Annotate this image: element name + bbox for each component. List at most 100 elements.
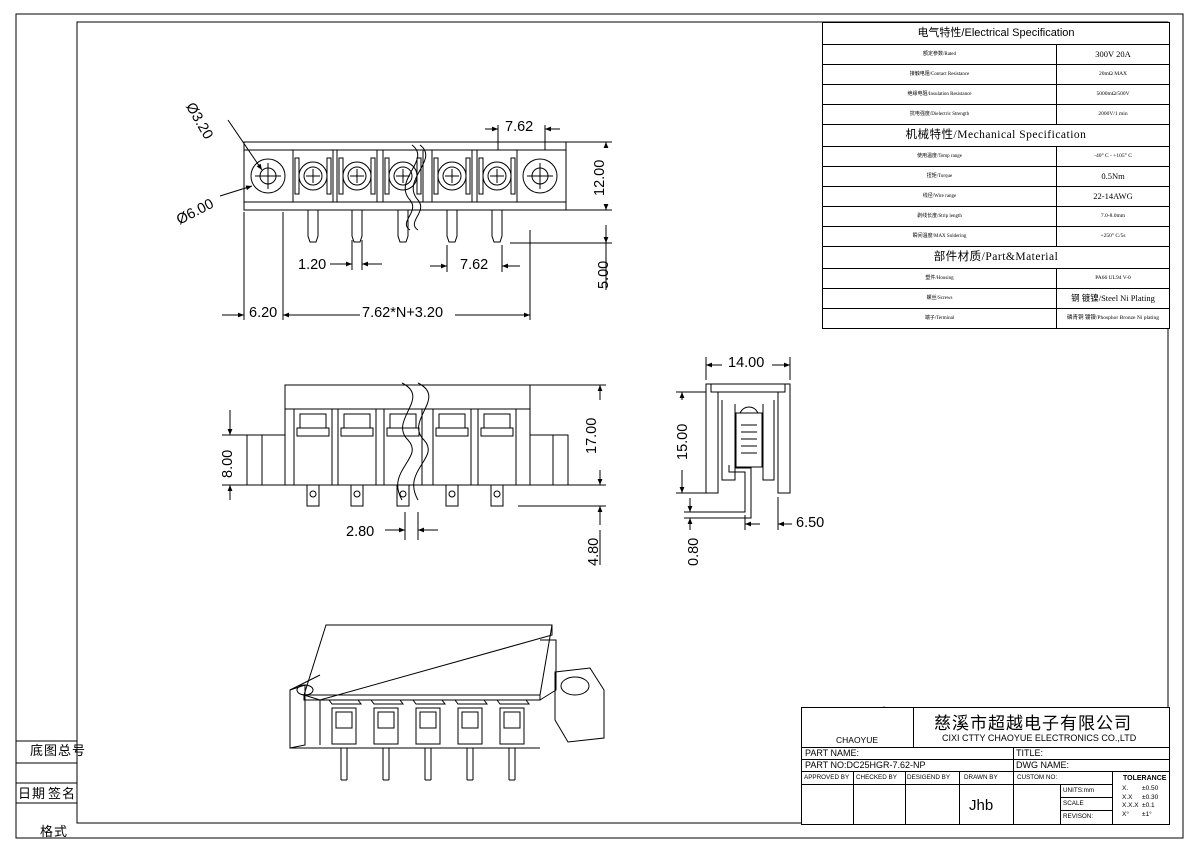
iso-clamp <box>461 711 479 729</box>
dwg-name-label: DWG NAME: <box>1016 760 1069 770</box>
mechanical-key: 扭矩/Torque <box>823 167 1057 186</box>
dim-thickness: 0.80 <box>686 537 702 566</box>
part-name-label: PART NAME: <box>805 748 860 758</box>
front-pin <box>490 484 504 507</box>
material-row: 塑件/Housing PA66 UL94 V-0 <box>823 269 1169 289</box>
material-value: PA66 UL94 V-0 <box>1095 275 1131 281</box>
material-title: 部件材质/Part&Material <box>823 247 1169 269</box>
tolerance-key: X° <box>1122 810 1129 818</box>
designed-by: DESIGEND BY <box>907 774 951 781</box>
front-terminal-window <box>299 413 327 429</box>
material-key: 端子/Terminal <box>823 309 1057 328</box>
electrical-value: 2000V/1 min <box>1098 111 1128 117</box>
mechanical-row: 使用温度/Temp range -40° C - +105° C <box>823 147 1169 167</box>
tolerance-value: ±1° <box>1142 810 1152 818</box>
screw-inner <box>303 166 323 186</box>
dim-pin-width: 1.20 <box>298 257 327 273</box>
front-terminal-clamp <box>296 427 330 437</box>
front-terminal-clamp <box>435 427 469 437</box>
material-row: 端子/Terminal 磷青铜 镀镍/Phosphor Bronze Ni pla… <box>823 309 1169 328</box>
iso-pin <box>508 748 516 781</box>
tolerance-key: X. <box>1122 785 1129 792</box>
terminal-cell <box>476 149 518 203</box>
front-pin <box>350 484 364 507</box>
front-terminal-window <box>483 413 511 429</box>
material-value: 磷青铜 镀镍/Phosphor Bronze Ni plating <box>1067 315 1159 321</box>
iso-cell-window <box>415 707 441 745</box>
tolerance-value: ±0.1 <box>1142 802 1155 809</box>
title-block: CHAOYUE 慈溪市超越电子有限公司 CIXI CTTY CHAOYUE EL… <box>801 707 1170 825</box>
drawn-by: DRAWN BY <box>964 774 998 781</box>
mechanical-key: 线径/Wire range <box>823 187 1057 206</box>
pin <box>307 210 319 243</box>
tolerance-key: X.X.X <box>1122 802 1139 809</box>
iso-cell-window <box>331 707 357 745</box>
dim-height-17: 17.00 <box>584 417 600 454</box>
mechanical-value: +250° C/5s <box>1100 233 1126 239</box>
screw-inner <box>487 166 507 186</box>
front-pin-hole <box>353 490 361 498</box>
iso-pin <box>340 748 348 781</box>
front-pin-hole <box>399 490 407 498</box>
dim-width-6-50: 6.50 <box>796 515 825 531</box>
top-view <box>219 119 612 320</box>
drawn-by-value: Jhb <box>969 797 994 814</box>
date-label: 日期 <box>18 786 47 801</box>
electrical-key: 接触电阻/Contact Resistance <box>823 65 1057 84</box>
dim-height-8: 8.00 <box>220 449 236 478</box>
pin <box>397 210 409 243</box>
cell-rib <box>433 157 439 195</box>
cell-rib <box>510 157 516 195</box>
electrical-key: 抗电强度/Dielectric Strength <box>823 105 1057 124</box>
dim-pin-length: 5.00 <box>596 260 612 289</box>
iso-clamp <box>503 711 521 729</box>
material-key: 塑件/Housing <box>823 269 1057 288</box>
iso-clamp <box>377 711 395 729</box>
iso-clamp <box>335 711 353 729</box>
mechanical-value: 0.5Nm <box>1101 171 1125 181</box>
pin <box>446 210 458 243</box>
part-no: PART NO:DC25HGR-7.62-NP <box>805 760 926 770</box>
front-pin <box>445 484 459 507</box>
side-view <box>676 357 792 530</box>
outer-frame <box>15 13 1184 839</box>
mechanical-title: 机械特性/Mechanical Specification <box>823 125 1169 147</box>
tolerance-value: ±0.30 <box>1142 793 1159 801</box>
iso-cell-top <box>496 699 530 705</box>
base-total-label: 底图总号 <box>30 743 87 758</box>
cell-rib <box>294 157 300 195</box>
tolerance-label: TOLERANCE <box>1123 775 1167 782</box>
front-terminal-window <box>438 413 466 429</box>
dim-height-15: 15.00 <box>675 423 691 460</box>
tolerance-row: X. ±0.50 <box>1122 785 1158 794</box>
front-pin-hole <box>309 490 317 498</box>
cell-rib <box>338 157 344 195</box>
material-key: 螺丝/Screws <box>823 289 1057 308</box>
iso-cell-window <box>373 707 399 745</box>
screw-inner <box>442 166 462 186</box>
tolerance-value: ±0.50 <box>1142 785 1159 792</box>
sign-label: 签名 <box>48 786 77 801</box>
front-pin <box>396 484 410 507</box>
mechanical-key: 使用温度/Temp range <box>823 147 1057 166</box>
company-en: CIXI CTTY CHAOYUE ELECTRONICS CO.,LTD <box>942 733 1137 743</box>
front-pin <box>306 484 320 507</box>
approved-by: APPROVED BY <box>804 774 850 781</box>
pin <box>351 210 363 243</box>
dim-pitch-bottom: 7.62 <box>460 257 489 273</box>
dim-height-12: 12.00 <box>592 159 608 196</box>
electrical-title: 电气特性/Electrical Specification <box>823 23 1169 45</box>
dim-total-length: 7.62*N+3.20 <box>362 305 444 321</box>
spec-table: 电气特性/Electrical Specification 额定参数/Rated… <box>822 22 1170 329</box>
iso-pin <box>424 748 432 781</box>
iso-clamp <box>419 711 437 729</box>
mechanical-value: -40° C - +105° C <box>1094 153 1132 159</box>
tolerance-key: X.X <box>1122 793 1133 801</box>
terminal-cell <box>382 149 424 203</box>
tolerance-row: X.X ±0.30 <box>1122 794 1158 803</box>
dim-width-14: 14.00 <box>728 355 765 371</box>
